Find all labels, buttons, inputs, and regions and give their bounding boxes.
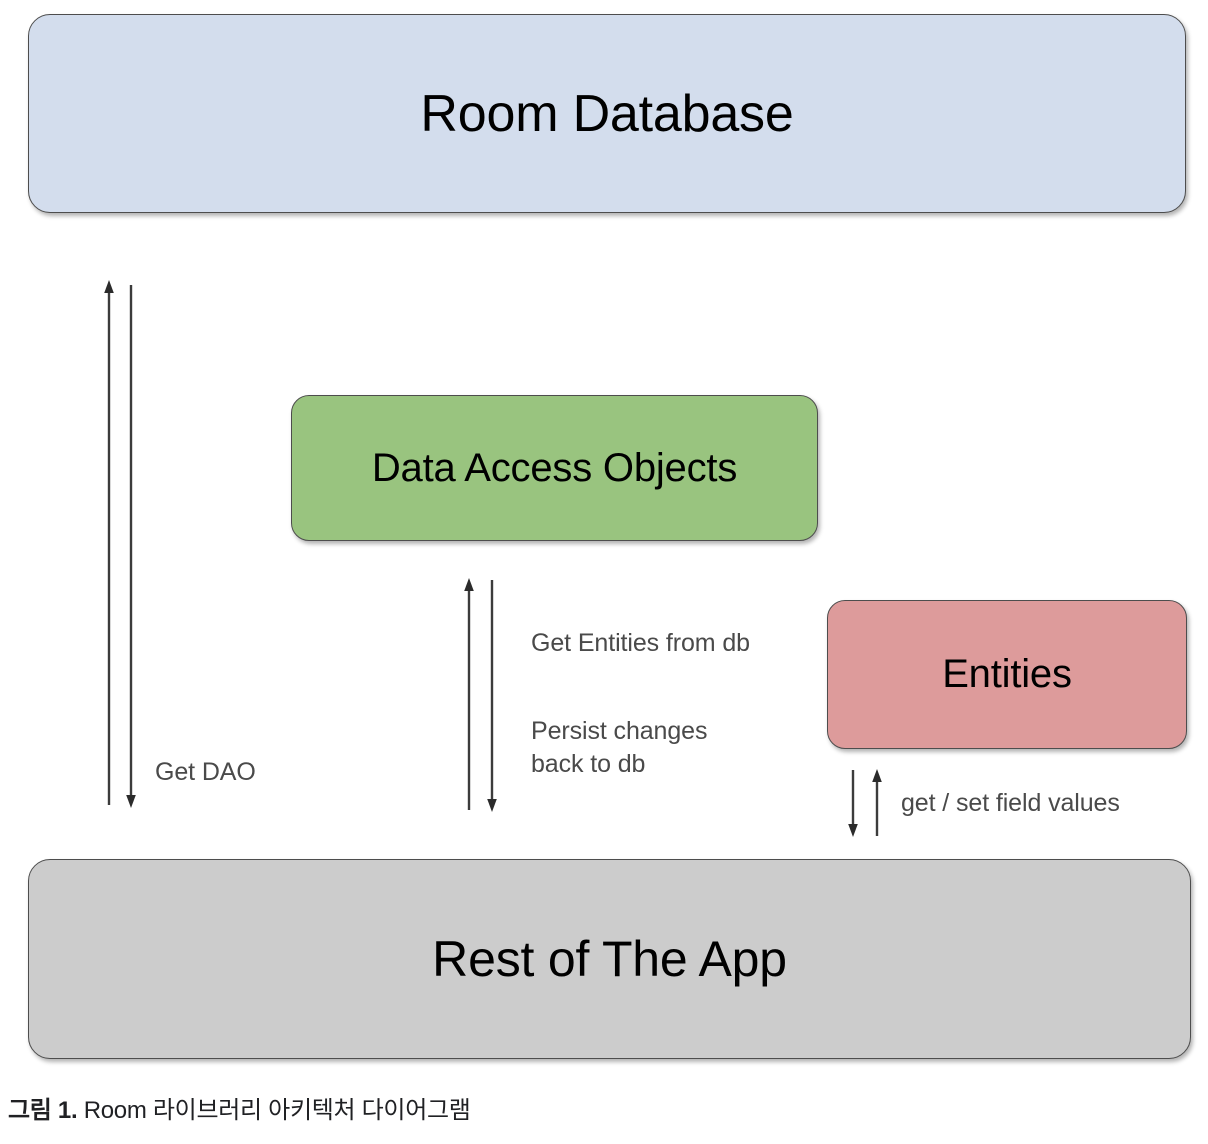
- arrow-pair-get-dao: [104, 280, 136, 808]
- node-rest-of-the-app: Rest of The App: [28, 859, 1191, 1059]
- figure-caption: 그림 1. Room 라이브러리 아키텍처 다이어그램: [8, 1090, 471, 1125]
- arrow-pair-dao-app: [464, 578, 497, 812]
- arrow-pair-entities-app: [848, 769, 882, 837]
- edge-label-get-entities-from-db: Get Entities from db: [531, 629, 750, 657]
- arrow-head-down-get-dao: [126, 795, 136, 808]
- arrow-head-up-get-entities: [464, 578, 474, 591]
- arrow-head-up-get-set: [872, 769, 882, 782]
- edge-label-get-set-field-values: get / set field values: [901, 789, 1120, 817]
- figure-caption-text: Room 라이브러리 아키텍처 다이어그램: [77, 1097, 471, 1124]
- edge-label-persist-changes-back-to-db: Persist changes back to db: [531, 717, 708, 778]
- arrow-head-up-get-dao: [104, 280, 114, 293]
- node-entities: Entities: [827, 600, 1187, 749]
- node-room-database: Room Database: [28, 14, 1186, 213]
- node-entities-label: Entities: [942, 652, 1072, 696]
- node-data-access-objects-label: Data Access Objects: [371, 445, 738, 490]
- arrow-head-down-get-set: [848, 824, 858, 837]
- arrow-head-down-persist: [487, 799, 497, 812]
- figure-caption-label: 그림 1.: [8, 1097, 78, 1124]
- node-rest-of-the-app-label: Rest of The App: [432, 931, 787, 987]
- node-data-access-objects: Data Access Objects: [291, 395, 818, 541]
- edge-label-get-dao: Get DAO: [155, 758, 256, 786]
- node-room-database-label: Room Database: [420, 84, 794, 143]
